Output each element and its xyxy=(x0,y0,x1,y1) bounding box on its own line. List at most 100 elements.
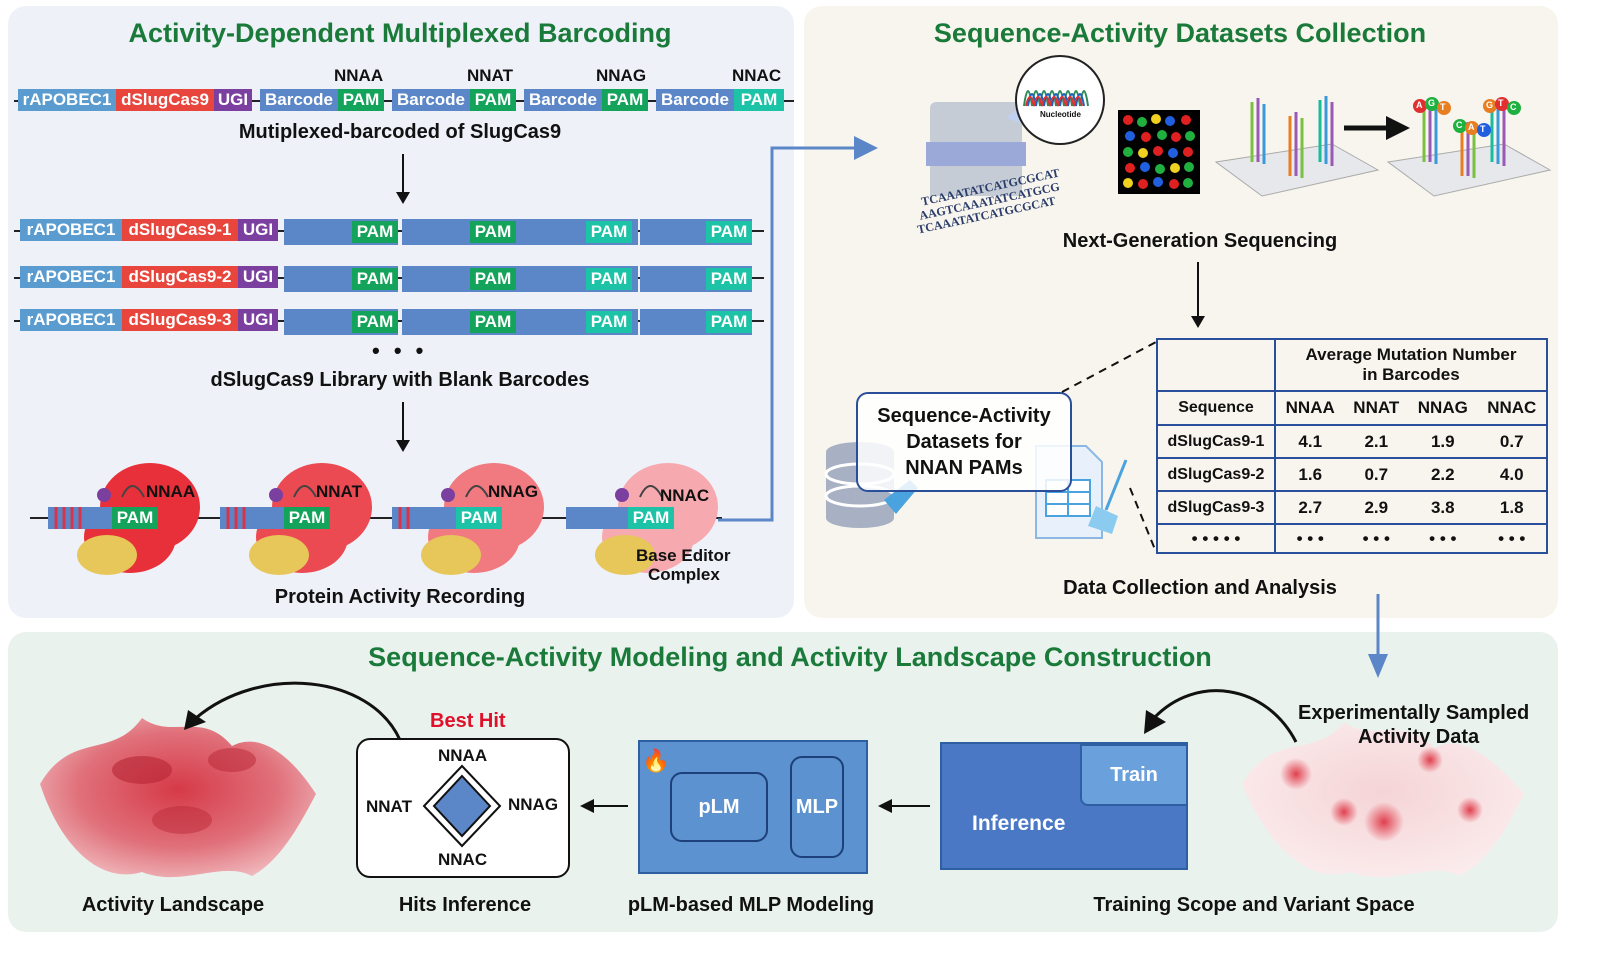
down-arrow-icon xyxy=(396,154,410,204)
landscape-caption: Activity Landscape xyxy=(81,894,265,916)
best-hit-label: Best Hit xyxy=(430,710,506,732)
zoom-lines xyxy=(1061,341,1157,553)
table-header-line2: in Barcodes xyxy=(1362,365,1460,384)
table-cell: 4.0 xyxy=(1477,457,1548,492)
complex-label-line2: Complex xyxy=(648,565,720,584)
left-arrow-icon xyxy=(878,799,930,813)
library-ugi-segment: UGI xyxy=(238,219,278,241)
complex-label-line1: Base Editor xyxy=(636,546,731,565)
modeling-title: Sequence-Activity Modeling and Activity … xyxy=(368,642,1212,672)
base-label: T xyxy=(1440,102,1446,112)
library-pam-segment: PAM xyxy=(470,221,516,243)
complex-pam: PAM xyxy=(628,507,674,529)
complex-pam: PAM xyxy=(456,507,502,529)
collection-title: Sequence-Activity Datasets Collection xyxy=(933,18,1427,48)
base-label: G xyxy=(1486,100,1494,110)
table-ellipsis: • • • xyxy=(1477,523,1548,554)
library-pam-segment: PAM xyxy=(352,311,398,333)
table-cell: 4.1 xyxy=(1273,424,1345,459)
library-pam-segment: PAM xyxy=(706,311,752,333)
left-arrow-icon xyxy=(580,799,628,813)
pam-segment: PAM xyxy=(470,89,516,111)
pam-segment: PAM xyxy=(602,89,648,111)
base-label: A xyxy=(1416,100,1423,110)
hits-top: NNAA xyxy=(438,746,488,765)
table-row-name: dSlugCas9-1 xyxy=(1156,424,1276,459)
table-col-sequence: Sequence xyxy=(1156,390,1276,426)
base-label: C xyxy=(1456,120,1463,130)
rapobec-segment: rAPOBEC1 xyxy=(18,89,116,111)
ngs-caption: Next-Generation Sequencing xyxy=(1062,230,1338,252)
library-rapobec-segment: rAPOBEC1 xyxy=(20,309,122,331)
down-arrow-icon xyxy=(1191,262,1205,328)
table-row-name: dSlugCas9-2 xyxy=(1156,457,1276,492)
table-header-line1: Average Mutation Number xyxy=(1305,345,1517,364)
table-cell: 2.2 xyxy=(1408,457,1478,492)
curved-arrow-icon xyxy=(1144,689,1298,743)
library-pam-segment: PAM xyxy=(706,268,752,290)
connector-arrow-icon xyxy=(718,136,878,522)
library-pam-segment: PAM xyxy=(706,221,752,243)
mlp-block: MLP xyxy=(790,756,844,858)
pam-type-label: NNAC xyxy=(732,66,782,85)
library-pam-segment: PAM xyxy=(586,268,632,290)
base-label: C xyxy=(1510,102,1517,112)
pam-type-label: NNAA xyxy=(334,66,384,85)
library-pam-segment: PAM xyxy=(470,311,516,333)
construct-caption: Mutiplexed-barcoded of SlugCas9 xyxy=(238,121,562,143)
table-col-header: NNAC xyxy=(1477,390,1548,426)
library-rapobec-segment: rAPOBEC1 xyxy=(20,266,122,288)
hits-right: NNAG xyxy=(508,795,559,814)
chromatogram-label: Nucleotide xyxy=(1040,110,1081,119)
table-row-name: dSlugCas9-3 xyxy=(1156,490,1276,525)
ugi-segment: UGI xyxy=(214,89,252,111)
mutation-table: Average Mutation Number in Barcodes Sequ… xyxy=(1156,338,1548,554)
pam-type-label: NNAT xyxy=(467,66,513,85)
activity-landscape-illustration xyxy=(40,718,316,878)
complex-pam: PAM xyxy=(284,507,330,529)
table-row: dSlugCas9-1 4.1 2.1 1.9 0.7 xyxy=(1156,424,1548,459)
complex-pam: PAM xyxy=(112,507,158,529)
table-cell: 0.7 xyxy=(1344,457,1409,492)
pam-type-label: NNAG xyxy=(596,66,647,85)
scope-caption: Training Scope and Variant Space xyxy=(1093,894,1415,916)
table-cell: 2.9 xyxy=(1344,490,1409,525)
complex-pam-type: NNAT xyxy=(316,482,362,501)
library-pam-segment: PAM xyxy=(352,268,398,290)
base-label: T xyxy=(1480,124,1486,134)
down-arrow-icon xyxy=(396,402,410,452)
datasets-box-line2: Datasets for xyxy=(906,431,1022,453)
curved-arrow-icon xyxy=(184,681,402,741)
library-variant-segment: dSlugCas9-2 xyxy=(122,266,238,288)
library-pam-segment: PAM xyxy=(586,311,632,333)
table-cell: 2.7 xyxy=(1273,490,1345,525)
sampled-label-line2: Activity Data xyxy=(1358,726,1480,748)
plm-block: pLM xyxy=(670,772,768,842)
hits-caption: Hits Inference xyxy=(398,894,532,916)
flame-icon: 🔥 xyxy=(642,748,670,773)
table-cell: 2.1 xyxy=(1344,424,1409,459)
barcode-segment: Barcode xyxy=(392,89,470,111)
table-ellipsis: • • • xyxy=(1408,523,1478,554)
pam-segment: PAM xyxy=(338,89,384,111)
table-cell: 1.9 xyxy=(1408,424,1478,459)
base-label: T xyxy=(1498,98,1504,108)
base-label: G xyxy=(1428,98,1436,108)
sampled-landscape-illustration xyxy=(1242,722,1524,878)
table-row: • • • • • • • • • • • • • • • • • xyxy=(1156,523,1548,554)
mlp-caption: pLM-based MLP Modeling xyxy=(627,894,875,916)
table-col-header: NNAG xyxy=(1408,390,1478,426)
complex-pam-type: NNAA xyxy=(146,482,196,501)
hits-left: NNAT xyxy=(366,797,412,816)
hits-bottom: NNAC xyxy=(438,850,488,869)
datasets-box xyxy=(856,392,1072,492)
barcode-segment: Barcode xyxy=(524,89,602,111)
barcoding-title: Activity-Dependent Multiplexed Barcoding xyxy=(128,18,672,48)
diamond-icon xyxy=(422,764,502,848)
datasets-box-line3: NNAN PAMs xyxy=(905,457,1023,479)
table-col-header: NNAT xyxy=(1344,390,1409,426)
table-cell: 0.7 xyxy=(1477,424,1548,459)
table-row: dSlugCas9-2 1.6 0.7 2.2 4.0 xyxy=(1156,457,1548,492)
sequencer-illustration xyxy=(926,55,1105,196)
library-pam-segment: PAM xyxy=(470,268,516,290)
